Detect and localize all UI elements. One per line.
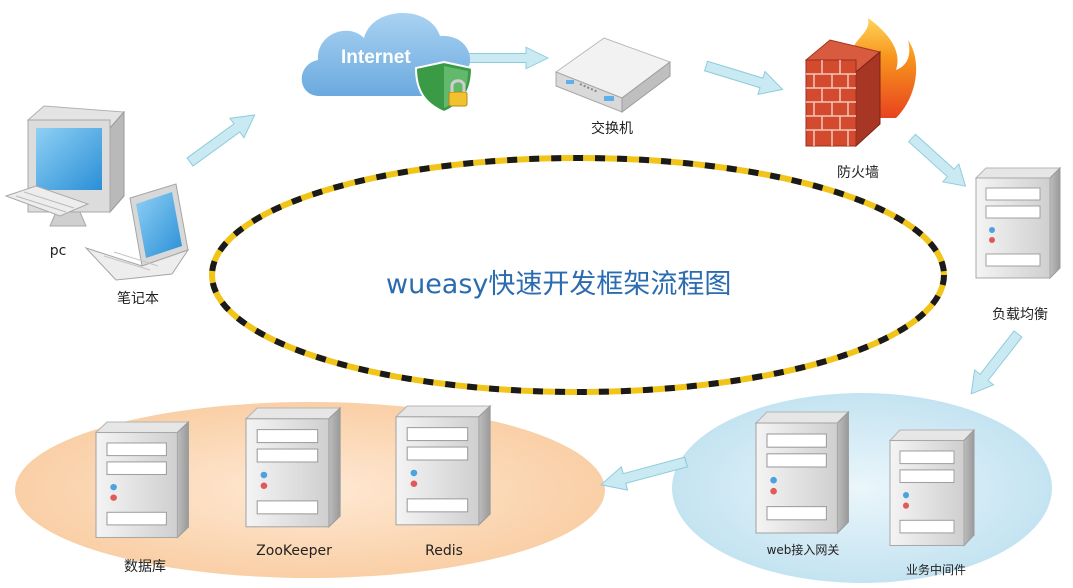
node-label-middleware: 业务中间件: [905, 563, 967, 577]
node-label-pc: pc: [49, 243, 67, 259]
ring-black-dashes: [209, 155, 947, 395]
desktop-icon: [4, 105, 126, 227]
shield-lock-icon: [414, 60, 474, 114]
server-icon-database: [95, 421, 189, 539]
server-icon-middleware: [889, 429, 975, 547]
service-zone: [672, 393, 1052, 583]
laptop-icon: [84, 183, 190, 281]
arrow-laptop-to-internet: [182, 104, 263, 173]
node-label-zookeeper: ZooKeeper: [256, 543, 332, 559]
node-label-web-gateway: web接入网关: [766, 543, 840, 557]
node-label-redis: Redis: [425, 543, 463, 559]
arrow-loadbalancer-to-gateway: [961, 326, 1028, 402]
server-icon-load-balancer: [975, 167, 1061, 279]
internet-label: Internet: [341, 47, 411, 68]
arrow-switch-to-firewall: [701, 54, 787, 102]
server-icon-zookeeper: [245, 407, 341, 528]
server-icon-redis: [395, 405, 491, 526]
node-label-firewall: 防火墙: [837, 165, 879, 181]
arrow-internet-to-switch: [467, 46, 549, 70]
diagram-title: wueasy快速开发框架流程图: [386, 269, 732, 300]
arrow-firewall-to-loadbalancer: [903, 128, 975, 196]
server-icon-web-gateway: [755, 411, 849, 534]
node-label-switch: 交换机: [591, 121, 633, 137]
switch-icon: [554, 37, 672, 113]
node-label-database: 数据库: [124, 559, 166, 575]
firewall-icon: [804, 18, 917, 148]
node-label-load-balancer: 负载均衡: [992, 307, 1048, 323]
node-label-laptop: 笔记本: [117, 291, 159, 307]
